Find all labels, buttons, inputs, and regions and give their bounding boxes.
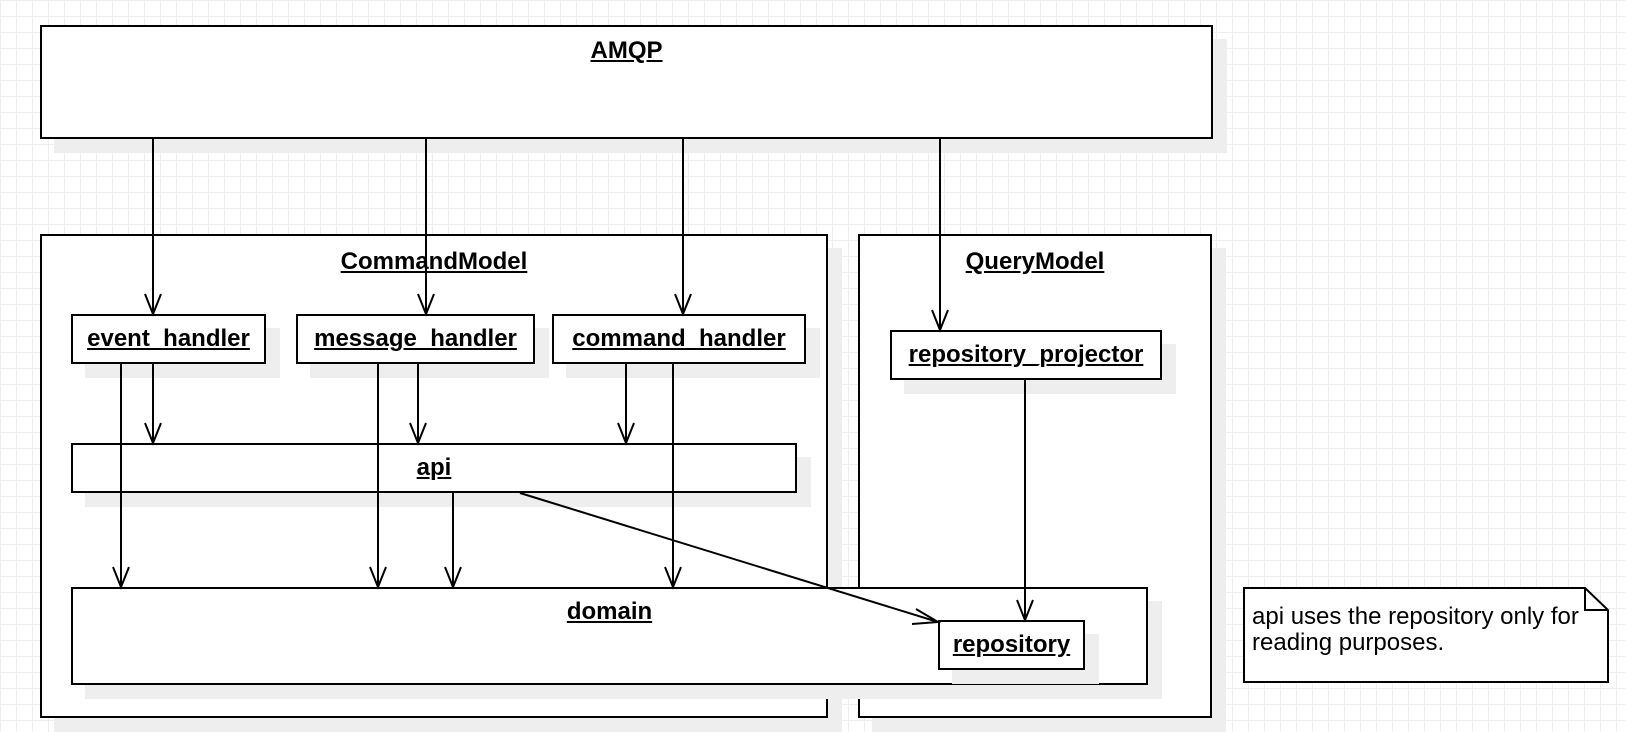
repository-projector-box[interactable]: repository_projector — [890, 330, 1162, 380]
api-label: api — [416, 454, 452, 481]
message-handler-label: message_handler — [314, 325, 517, 352]
note-shape[interactable] — [1243, 587, 1613, 684]
repository-label: repository — [952, 631, 1071, 658]
command-model-label: CommandModel — [340, 248, 528, 275]
query-model-label: QueryModel — [965, 248, 1105, 275]
event-handler-box[interactable]: event_handler — [71, 314, 266, 364]
api-box[interactable]: api — [71, 443, 797, 493]
amqp-label: AMQP — [590, 37, 663, 64]
repository-projector-label: repository_projector — [908, 341, 1144, 368]
command-handler-box[interactable]: command_handler — [552, 314, 806, 364]
command-handler-label: command_handler — [572, 325, 786, 352]
repository-box[interactable]: repository — [938, 620, 1085, 670]
event-handler-label: event_handler — [87, 325, 250, 352]
note-text: api uses the repository only for reading… — [1252, 603, 1579, 656]
message-handler-box[interactable]: message_handler — [296, 314, 535, 364]
amqp-box[interactable]: AMQP — [40, 25, 1213, 139]
